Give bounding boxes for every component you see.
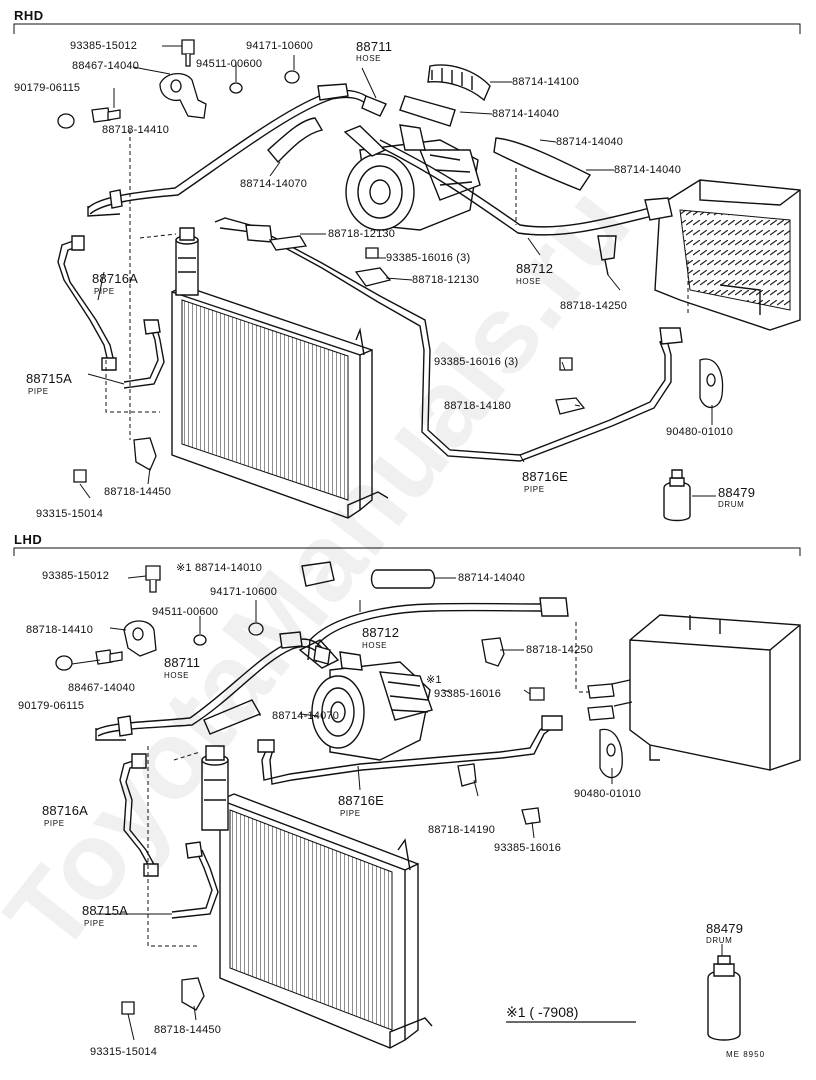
section-title-rhd: RHD xyxy=(14,8,44,23)
rhd-hose-88711 xyxy=(87,83,387,217)
part-label: 93385-16016 (3) xyxy=(434,356,519,368)
lhd-fittings xyxy=(55,565,633,1015)
rhd-receiver xyxy=(175,227,199,296)
footnote: ※1 ( -7908) xyxy=(506,1004,579,1020)
part-label: 88715A xyxy=(82,903,129,918)
rhd-pipe-88716E xyxy=(214,217,683,462)
part-label: 88479 xyxy=(706,921,744,936)
part-label: 88718-12130 xyxy=(412,274,480,286)
part-label: 88712 xyxy=(516,261,554,276)
lhd-hose-88712 xyxy=(307,597,569,665)
part-type-label: HOSE xyxy=(356,54,382,63)
part-label: 88718-14190 xyxy=(428,824,496,836)
part-type-label: PIPE xyxy=(28,387,49,396)
part-label: 88714-14100 xyxy=(512,76,580,88)
part-type-label: PIPE xyxy=(94,287,115,296)
part-label: 88714-14040 xyxy=(492,108,560,120)
part-label: 88718-14450 xyxy=(154,1024,222,1036)
lhd-compressor xyxy=(298,639,433,761)
drawing-code: ME 8950 xyxy=(726,1050,766,1059)
lhd-drum xyxy=(707,955,741,1041)
lhd-condenser xyxy=(219,793,433,1049)
rhd-dashed xyxy=(105,130,689,440)
part-label: 88714-14040 xyxy=(614,164,682,176)
rhd-drum xyxy=(663,469,691,522)
part-label: 88718-14250 xyxy=(526,644,594,656)
part-label: 88479 xyxy=(718,485,756,500)
lhd-hose-88711 xyxy=(95,631,323,741)
rhd-evaporator xyxy=(654,179,801,331)
part-label: 90480-01010 xyxy=(666,426,734,438)
lhd-leaders xyxy=(71,575,723,1041)
rhd-hose-88712 xyxy=(379,139,673,276)
part-label: 88718-14450 xyxy=(104,486,172,498)
part-label: 94511-00600 xyxy=(152,606,219,618)
lhd-receiver xyxy=(201,745,229,831)
part-label: ※1 xyxy=(426,674,442,686)
part-label: 88718-12130 xyxy=(328,228,396,240)
part-label: 93385-15012 xyxy=(42,570,110,582)
part-label: ※1 88714-14010 xyxy=(176,562,263,574)
part-label: 88714-14040 xyxy=(458,572,526,584)
part-label: 88718-14180 xyxy=(444,400,512,412)
part-label: 90179-06115 xyxy=(14,82,81,94)
lhd-pipe-88715A xyxy=(171,841,219,919)
part-label: 93385-15012 xyxy=(70,40,138,52)
rhd-frame xyxy=(13,23,801,34)
part-label: 90480-01010 xyxy=(574,788,642,800)
part-type-label: HOSE xyxy=(362,641,388,650)
part-label: 88712 xyxy=(362,625,400,640)
rhd-pipe-88716A xyxy=(57,235,117,371)
part-label: 93385-16016 xyxy=(494,842,562,854)
lhd-pipe-88716A xyxy=(119,753,159,877)
part-label: 88467-14040 xyxy=(68,682,136,694)
part-label: 88711 xyxy=(164,655,201,670)
part-label: 88714-14040 xyxy=(556,136,624,148)
part-label: 93315-15014 xyxy=(36,508,104,520)
part-type-label: DRUM xyxy=(706,936,733,945)
lhd-evaporator xyxy=(629,614,801,771)
part-type-label: HOSE xyxy=(516,277,542,286)
part-label: 88716A xyxy=(92,271,139,286)
lhd-hose-pieces xyxy=(203,561,436,735)
part-label: 88715A xyxy=(26,371,73,386)
rhd-pipe-88715A xyxy=(123,319,165,389)
part-label: 88716A xyxy=(42,803,89,818)
section-title-lhd: LHD xyxy=(14,532,43,547)
part-label: 94171-10600 xyxy=(246,40,314,52)
lhd-pipe-88716E xyxy=(257,715,563,785)
part-label: 88718-14410 xyxy=(102,124,170,136)
part-label: 88467-14040 xyxy=(72,60,140,72)
rhd-fittings xyxy=(57,39,724,483)
part-label: 88711 xyxy=(356,39,393,54)
part-label: 88714-14070 xyxy=(272,710,340,722)
lhd-frame xyxy=(13,547,801,556)
part-label: 88716E xyxy=(338,793,385,808)
part-label: 93385-16016 (3) xyxy=(386,252,471,264)
part-label: 90179-06115 xyxy=(18,700,85,712)
part-label: 94511-00600 xyxy=(196,58,263,70)
part-label: 93315-15014 xyxy=(90,1046,158,1058)
rhd-leaders xyxy=(79,45,716,499)
lhd-dashed xyxy=(147,622,590,947)
part-type-label: DRUM xyxy=(718,500,745,509)
part-label: 93385-16016 xyxy=(434,688,502,700)
part-label: 94171-10600 xyxy=(210,586,278,598)
part-label: 88718-14410 xyxy=(26,624,94,636)
part-type-label: PIPE xyxy=(340,809,361,818)
rhd-condenser xyxy=(171,285,389,519)
part-type-label: PIPE xyxy=(44,819,65,828)
part-type-label: PIPE xyxy=(524,485,545,494)
part-label: 88718-14250 xyxy=(560,300,628,312)
part-label: 88714-14070 xyxy=(240,178,308,190)
rhd-hose-pieces xyxy=(267,64,592,191)
part-type-label: PIPE xyxy=(84,919,105,928)
rhd-compressor xyxy=(343,124,481,231)
part-label: 88716E xyxy=(522,469,569,484)
part-type-label: HOSE xyxy=(164,671,190,680)
